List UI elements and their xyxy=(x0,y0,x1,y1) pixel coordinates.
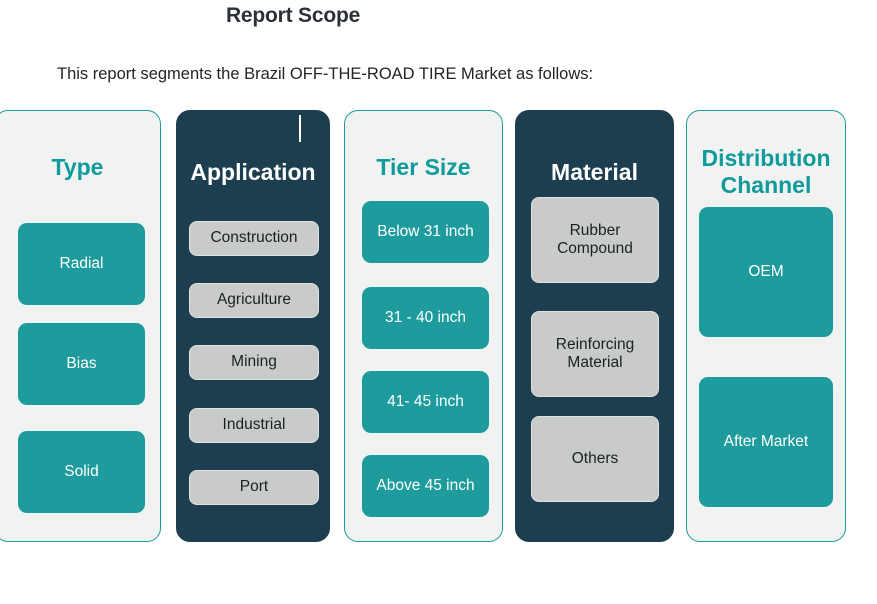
item-box-41-45-inch[interactable]: 41- 45 inch xyxy=(362,371,489,433)
item-box-solid[interactable]: Solid xyxy=(18,431,145,513)
item-box-rubber-compound[interactable]: Rubber Compound xyxy=(531,197,659,283)
item-box-oem[interactable]: OEM xyxy=(699,207,833,337)
item-box-31-40-inch[interactable]: 31 - 40 inch xyxy=(362,287,489,349)
vertical-tick-artifact xyxy=(299,115,301,142)
segment-column-type: Type Radial Bias Solid xyxy=(0,110,161,542)
segment-column-tier-size: Tier Size Below 31 inch 31 - 40 inch 41-… xyxy=(344,110,503,542)
page-subtitle: This report segments the Brazil OFF-THE-… xyxy=(57,65,594,83)
item-box-bias[interactable]: Bias xyxy=(18,323,145,405)
column-header-distribution-channel: Distribution Channel xyxy=(701,145,831,198)
item-box-port[interactable]: Port xyxy=(189,470,319,505)
segment-column-material: Material Rubber Compound Reinforcing Mat… xyxy=(515,110,674,542)
item-box-below-31-inch[interactable]: Below 31 inch xyxy=(362,201,489,263)
item-box-mining[interactable]: Mining xyxy=(189,345,319,380)
segment-column-application: Application Construction Agriculture Min… xyxy=(176,110,330,542)
segment-columns: Type Radial Bias Solid Application Const… xyxy=(0,110,877,544)
item-box-above-45-inch[interactable]: Above 45 inch xyxy=(362,455,489,517)
column-header-type: Type xyxy=(51,154,104,180)
item-box-after-market[interactable]: After Market xyxy=(699,377,833,507)
column-header-application: Application xyxy=(190,159,316,185)
item-box-industrial[interactable]: Industrial xyxy=(189,408,319,443)
item-box-construction[interactable]: Construction xyxy=(189,221,319,256)
item-box-radial[interactable]: Radial xyxy=(18,223,145,305)
segment-column-distribution-channel: Distribution Channel OEM After Market xyxy=(686,110,846,542)
item-box-others[interactable]: Others xyxy=(531,416,659,502)
item-box-agriculture[interactable]: Agriculture xyxy=(189,283,319,318)
column-header-material: Material xyxy=(551,159,638,185)
page-title: Report Scope xyxy=(225,4,361,27)
column-header-tier-size: Tier Size xyxy=(376,154,471,180)
item-box-reinforcing-material[interactable]: Reinforcing Material xyxy=(531,311,659,397)
